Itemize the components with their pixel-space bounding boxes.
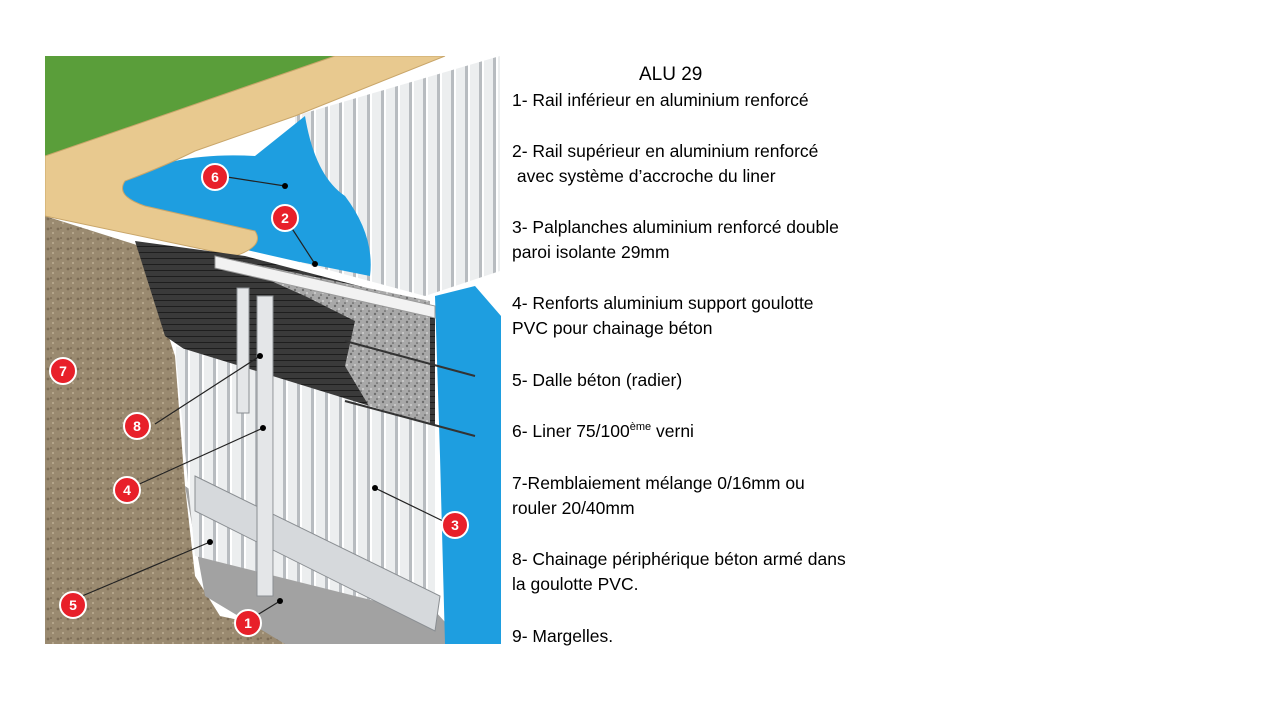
legend-item-4: 4- Renforts aluminium support goulotte P… <box>512 293 814 338</box>
legend-item-6: 6- Liner 75/100ème verni <box>512 421 694 441</box>
svg-text:5: 5 <box>69 597 77 613</box>
backfill-soil <box>45 216 315 644</box>
upper-rail <box>214 255 436 319</box>
marker-2: 2 <box>271 204 299 232</box>
pool-wall-diagram: 1 2 3 4 5 6 7 8 <box>45 56 501 644</box>
marker-8: 8 <box>123 412 151 440</box>
marker-7: 7 <box>49 357 77 385</box>
legend-item-8: 8- Chainage périphérique béton armé dans… <box>512 549 846 594</box>
marker-4: 4 <box>113 476 141 504</box>
legend-item-9: 9- Margelles. <box>512 626 614 646</box>
svg-text:6: 6 <box>211 169 219 185</box>
svg-text:3: 3 <box>451 517 459 533</box>
svg-text:8: 8 <box>133 418 141 434</box>
legend-item-3: 3- Palplanches aluminium renforcé double… <box>512 217 839 262</box>
support-post <box>236 287 250 414</box>
liner-top <box>115 116 371 276</box>
lower-rail <box>194 475 441 632</box>
support-post-2 <box>256 295 274 597</box>
svg-text:1: 1 <box>244 615 252 631</box>
coping-stones <box>45 56 446 257</box>
legend-item-5: 5- Dalle béton (radier) <box>512 370 683 390</box>
liner-right <box>435 286 501 644</box>
svg-text:4: 4 <box>123 482 131 498</box>
svg-text:2: 2 <box>281 210 289 226</box>
marker-5: 5 <box>59 591 87 619</box>
marker-3: 3 <box>441 511 469 539</box>
legend-item-1: 1- Rail inférieur en aluminium renforcé <box>512 90 809 110</box>
legend-title: ALU 29 <box>639 64 703 85</box>
svg-text:7: 7 <box>59 363 67 379</box>
legend-item-7: 7-Remblaiement mélange 0/16mm ou rouler … <box>512 473 805 518</box>
marker-6: 6 <box>201 163 229 191</box>
marker-1: 1 <box>234 609 262 637</box>
legend-item-2: 2- Rail supérieur en aluminium renforcé … <box>512 141 819 186</box>
